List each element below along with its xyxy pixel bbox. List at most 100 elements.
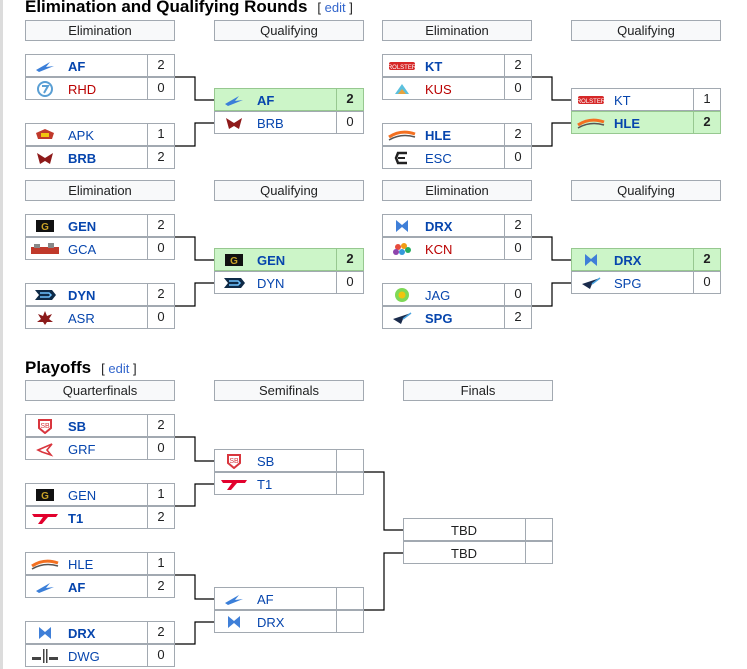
team-name[interactable]: DRX (425, 219, 453, 234)
team-name[interactable]: AF (257, 93, 275, 108)
gen-g-icon: G (30, 218, 60, 234)
apk-icon (30, 127, 60, 143)
team-score: 1 (147, 483, 174, 506)
team-name[interactable]: HLE (68, 557, 94, 572)
kt-rolster-icon: ROLSTER (387, 58, 417, 74)
team-score: 0 (504, 237, 531, 260)
team-score: 2 (147, 214, 174, 237)
team-row: APK 1 (25, 123, 175, 146)
team-score (336, 587, 363, 610)
team-name[interactable]: KT (425, 59, 443, 74)
team-row-winner: DRX 2 (571, 248, 721, 271)
gen-g-icon: G (30, 487, 60, 503)
team-score: 2 (504, 306, 531, 329)
round-header-qualifying: Qualifying (214, 20, 364, 41)
spg-icon (576, 275, 606, 291)
svg-text:ROLSTER: ROLSTER (388, 65, 417, 71)
team-score: 0 (147, 77, 174, 100)
edit-link[interactable]: edit (108, 361, 130, 376)
team-name[interactable]: ASR (68, 311, 95, 326)
team-name[interactable]: KCN (425, 242, 453, 257)
team-row-winner: HLE 2 (571, 111, 721, 134)
team-row-tbd: TBD (403, 541, 553, 564)
team-name[interactable]: BRB (68, 151, 97, 166)
dynamics-icon (30, 287, 60, 303)
connector-line (175, 282, 214, 307)
team-name[interactable]: HLE (614, 116, 640, 131)
team-name[interactable]: APK (68, 128, 95, 143)
t1-icon (30, 510, 60, 526)
team-name[interactable]: DRX (257, 615, 285, 630)
team-name[interactable]: BRB (257, 116, 284, 131)
team-name[interactable]: T1 (257, 477, 273, 492)
team-name[interactable]: GEN (257, 253, 286, 268)
connector-line (532, 76, 571, 101)
connector-line (175, 236, 214, 261)
dynamics-icon (219, 275, 249, 291)
team-name[interactable]: AF (257, 592, 274, 607)
team-name[interactable]: GEN (68, 219, 97, 234)
team-name[interactable]: GCA (68, 242, 97, 257)
round-header-finals: Finals (403, 380, 553, 401)
connector-line (532, 122, 571, 147)
team-row: G GEN 2 (25, 214, 175, 237)
edit-link-wrap: [ edit ] (101, 361, 137, 376)
team-row: AF 2 (25, 575, 175, 598)
team-score: 2 (336, 88, 363, 111)
team-row: GCA 0 (25, 237, 175, 260)
connector-line (532, 282, 571, 307)
edit-link[interactable]: edit (324, 0, 346, 15)
team-name[interactable]: SPG (425, 311, 453, 326)
team-score: 0 (147, 644, 174, 667)
svg-text:SB: SB (40, 423, 50, 430)
team-name[interactable]: T1 (68, 511, 84, 526)
team-name[interactable]: DWG (68, 649, 100, 664)
connector-line (364, 471, 403, 531)
spg-icon (387, 310, 417, 326)
svg-text:ROLSTER: ROLSTER (577, 99, 606, 105)
hanwha-life-icon (387, 127, 417, 143)
round-header-quarterfinals: Quarterfinals (25, 380, 175, 401)
team-name[interactable]: ESC (425, 151, 452, 166)
team-name[interactable]: KT (614, 93, 631, 108)
team-name[interactable]: JAG (425, 288, 451, 303)
team-score: 2 (336, 248, 363, 271)
team-score: 2 (147, 506, 174, 529)
team-score: 2 (504, 123, 531, 146)
team-score (336, 472, 363, 495)
team-row: HLE 2 (382, 123, 532, 146)
team-score: 2 (693, 248, 720, 271)
team-row-tbd: TBD (403, 518, 553, 541)
team-name[interactable]: DRX (614, 253, 642, 268)
team-name[interactable]: DYN (257, 276, 285, 291)
team-name[interactable]: SB (68, 419, 87, 434)
team-name[interactable]: DYN (68, 288, 96, 303)
team-row: RHD 0 (25, 77, 175, 100)
team-name[interactable]: DRX (68, 626, 96, 641)
team-row: DYN 0 (214, 271, 364, 294)
team-name[interactable]: AF (68, 580, 86, 595)
team-name[interactable]: HLE (425, 128, 451, 143)
team-name[interactable]: GEN (68, 488, 97, 503)
team-row-winner: AF 2 (214, 88, 364, 111)
kus-icon (387, 81, 417, 97)
t1-icon (219, 476, 249, 492)
team-score (336, 610, 363, 633)
round-header-elimination: Elimination (25, 20, 175, 41)
team-name[interactable]: SPG (614, 276, 642, 291)
team-row: DYN 2 (25, 283, 175, 306)
team-row: JAG 0 (382, 283, 532, 306)
team-name[interactable]: GRF (68, 442, 96, 457)
hanwha-life-icon (30, 556, 60, 572)
left-border (0, 0, 3, 669)
team-score: 0 (147, 306, 174, 329)
connector-line (364, 552, 403, 611)
team-name[interactable]: SB (257, 454, 275, 469)
team-name[interactable]: KUS (425, 82, 452, 97)
team-name[interactable]: AF (68, 59, 86, 74)
jag-icon (387, 287, 417, 303)
connector-line (175, 574, 214, 600)
team-score (525, 518, 552, 541)
team-name[interactable]: RHD (68, 82, 97, 97)
afreeca-freecs-icon (219, 92, 249, 108)
